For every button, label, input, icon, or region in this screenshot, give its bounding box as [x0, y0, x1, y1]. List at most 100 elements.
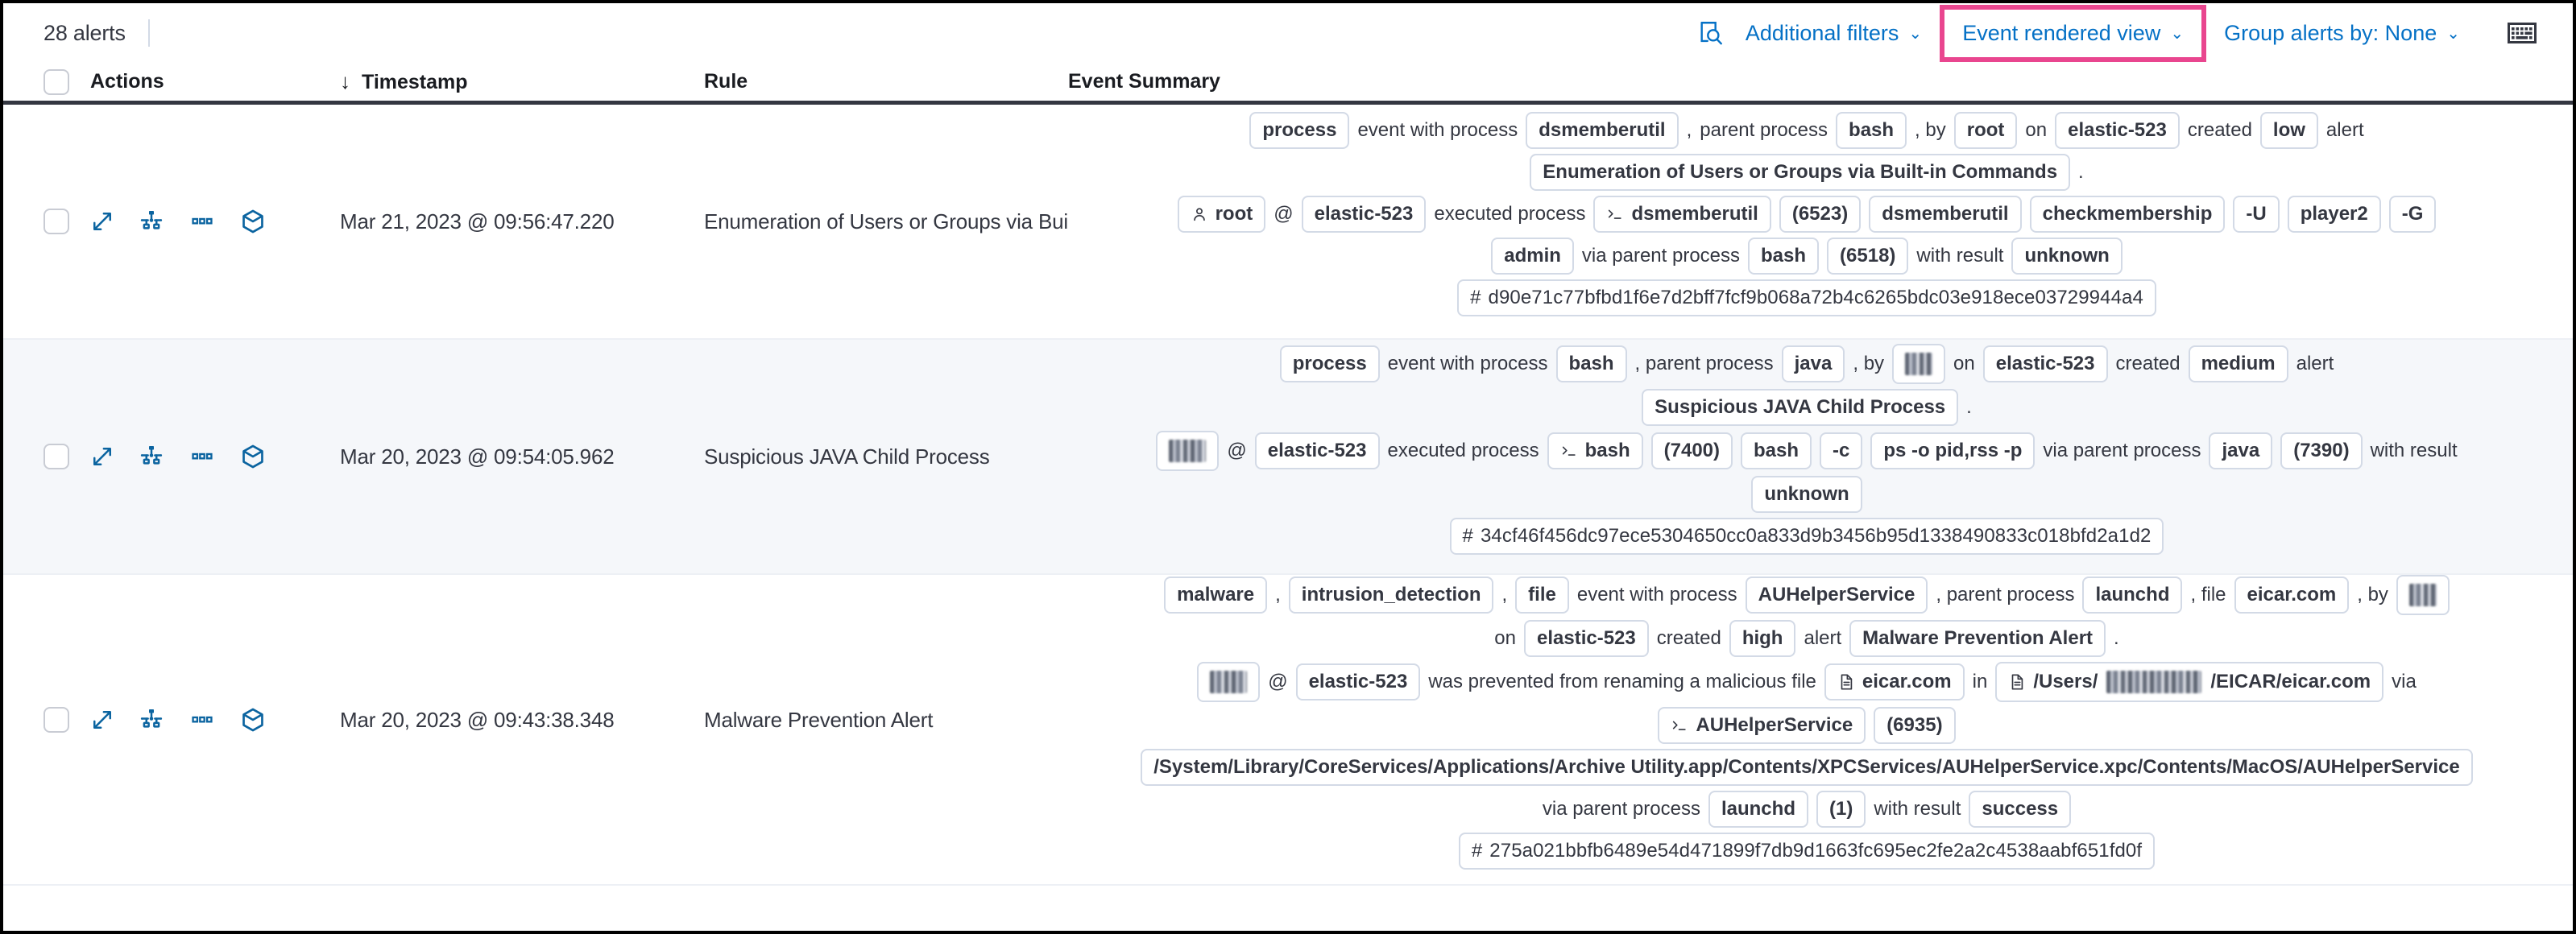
summary-badge[interactable]: bash	[1741, 432, 1812, 469]
row-rule-name[interactable]: Enumeration of Users or Groups via Bui	[704, 209, 1068, 234]
summary-badge[interactable]: dsmemberutil	[1869, 196, 2022, 233]
row-select-checkbox[interactable]	[43, 575, 90, 865]
summary-badge[interactable]: launchd	[1708, 791, 1808, 828]
summary-badge[interactable]: dsmemberutil	[1526, 112, 1679, 149]
summary-badge[interactable]: java	[2209, 432, 2273, 469]
analyze-event-icon[interactable]	[139, 444, 164, 469]
summary-badge[interactable]: Suspicious JAVA Child Process	[1642, 389, 1959, 426]
checkbox-box	[43, 68, 69, 95]
summary-badge[interactable]: (1)	[1816, 791, 1866, 828]
summary-badge[interactable]: bash	[1547, 432, 1643, 469]
summary-badge[interactable]: bash	[1836, 112, 1907, 149]
analyze-event-icon[interactable]	[139, 209, 164, 234]
column-header-actions[interactable]: Actions	[90, 70, 164, 93]
more-actions-icon[interactable]	[188, 210, 216, 233]
more-actions-icon[interactable]	[188, 445, 216, 468]
summary-badge[interactable]: intrusion_detection	[1288, 577, 1494, 614]
summary-badge[interactable]: java	[1781, 345, 1845, 382]
row-select-checkbox[interactable]	[43, 340, 90, 573]
inspect-search-icon[interactable]	[1689, 11, 1733, 55]
row-select-checkbox[interactable]	[43, 105, 90, 338]
summary-text: event with process	[1387, 353, 1548, 374]
keyboard-icon[interactable]	[2500, 11, 2544, 55]
summary-badge[interactable]: success	[1969, 791, 2072, 828]
session-view-icon[interactable]	[240, 444, 266, 469]
session-view-icon[interactable]	[240, 707, 266, 733]
expand-icon[interactable]	[90, 444, 114, 469]
summary-badge[interactable]: AUHelperService	[1658, 707, 1866, 744]
session-view-icon[interactable]	[240, 209, 266, 234]
analyze-event-icon[interactable]	[139, 708, 164, 732]
select-all-checkbox[interactable]	[43, 68, 90, 95]
summary-badge[interactable]: (6518)	[1827, 238, 1909, 275]
redacted-block	[2106, 671, 2202, 693]
summary-badge[interactable]: Malware Prevention Alert	[1849, 620, 2106, 657]
expand-icon[interactable]	[90, 209, 114, 234]
event-rendered-view-button[interactable]: Event rendered view ⌄	[1949, 13, 2197, 54]
expand-icon[interactable]	[90, 708, 114, 732]
summary-badge[interactable]: file	[1515, 577, 1569, 614]
summary-badge[interactable]: bash	[1748, 238, 1820, 275]
summary-badge[interactable]: bash	[1555, 345, 1627, 382]
column-header-event-summary[interactable]: Event Summary	[1068, 70, 1220, 93]
summary-redacted-user-badge[interactable]	[1197, 662, 1261, 702]
summary-badge[interactable]: dsmemberutil	[1593, 196, 1771, 233]
summary-text: alert	[1804, 627, 1842, 649]
row-rule-name[interactable]: Malware Prevention Alert	[704, 707, 934, 732]
summary-hash-badge[interactable]: #d90e71c77bfbd1f6e7d2bff7fcf9b068a72b4c6…	[1457, 279, 2156, 316]
summary-badge[interactable]: low	[2259, 112, 2318, 149]
summary-badge-label: bash	[1584, 440, 1630, 461]
summary-redacted-user-badge[interactable]	[1156, 431, 1220, 471]
chevron-down-icon: ⌄	[2170, 25, 2185, 43]
summary-badge[interactable]: (6523)	[1779, 196, 1862, 233]
group-alerts-by-button[interactable]: Group alerts by: None ⌄	[2211, 13, 2473, 54]
more-actions-icon[interactable]	[188, 709, 216, 731]
column-header-timestamp[interactable]: ↓Timestamp	[340, 69, 704, 94]
summary-badge[interactable]: (6935)	[1874, 707, 1956, 744]
summary-badge[interactable]: eicar.com	[2234, 577, 2350, 614]
additional-filters-button[interactable]: Additional filters ⌄	[1733, 13, 1935, 54]
summary-badge[interactable]: high	[1729, 620, 1796, 657]
column-header-rule[interactable]: Rule	[704, 70, 748, 93]
summary-badge[interactable]: player2	[2287, 196, 2381, 233]
summary-text: alert	[2296, 353, 2334, 374]
summary-badge[interactable]: process	[1279, 345, 1380, 382]
table-header-row: Actions ↓Timestamp Rule Event Summary	[3, 63, 2573, 105]
summary-badge[interactable]: -U	[2233, 196, 2280, 233]
summary-badge[interactable]: (7390)	[2280, 432, 2363, 469]
summary-badge[interactable]: unknown	[2011, 238, 2123, 275]
summary-badge[interactable]: elastic-523	[1301, 196, 1427, 233]
summary-redacted-user-badge[interactable]	[1892, 344, 1946, 384]
summary-badge[interactable]: process	[1249, 112, 1350, 149]
summary-badge[interactable]: elastic-523	[2055, 112, 2180, 149]
summary-badge[interactable]: launchd	[2082, 577, 2183, 614]
summary-badge[interactable]: root	[1177, 196, 1266, 233]
summary-badge[interactable]: elastic-523	[1523, 620, 1649, 657]
summary-badge[interactable]: /System/Library/CoreServices/Application…	[1141, 749, 2473, 786]
summary-badge[interactable]: ps -o pid,rss -p	[1870, 432, 2036, 469]
summary-hash-badge[interactable]: #275a021bbfb6489e54d471899f7db9d1663fc69…	[1458, 833, 2156, 870]
summary-badge[interactable]: -c	[1820, 432, 1863, 469]
summary-badge[interactable]: (7400)	[1650, 432, 1733, 469]
row-rule-name[interactable]: Suspicious JAVA Child Process	[704, 444, 990, 469]
summary-badge[interactable]: eicar.com	[1824, 663, 1965, 700]
summary-badge[interactable]: admin	[1491, 238, 1574, 275]
summary-badge[interactable]: AUHelperService	[1745, 577, 1928, 614]
summary-badge[interactable]: Enumeration of Users or Groups via Built…	[1530, 154, 2071, 191]
summary-badge-label: root	[1215, 203, 1253, 225]
summary-badge[interactable]: unknown	[1751, 476, 1862, 513]
summary-badge[interactable]: elastic-523	[1982, 345, 2108, 382]
summary-badge[interactable]: elastic-523	[1254, 432, 1380, 469]
summary-badge[interactable]: checkmembership	[2029, 196, 2226, 233]
summary-badge[interactable]: malware	[1164, 577, 1268, 614]
summary-redacted-user-badge[interactable]	[2396, 575, 2450, 615]
summary-badge[interactable]: -G	[2388, 196, 2437, 233]
summary-badge[interactable]: root	[1953, 112, 2018, 149]
summary-badge[interactable]: medium	[2188, 345, 2288, 382]
summary-path-badge[interactable]: /Users//EICAR/eicar.com	[1995, 662, 2384, 702]
summary-badge[interactable]: elastic-523	[1295, 663, 1421, 700]
summary-hash-badge[interactable]: #34cf46f456dc97ece5304650cc0a833d9b3456b…	[1449, 518, 2164, 555]
